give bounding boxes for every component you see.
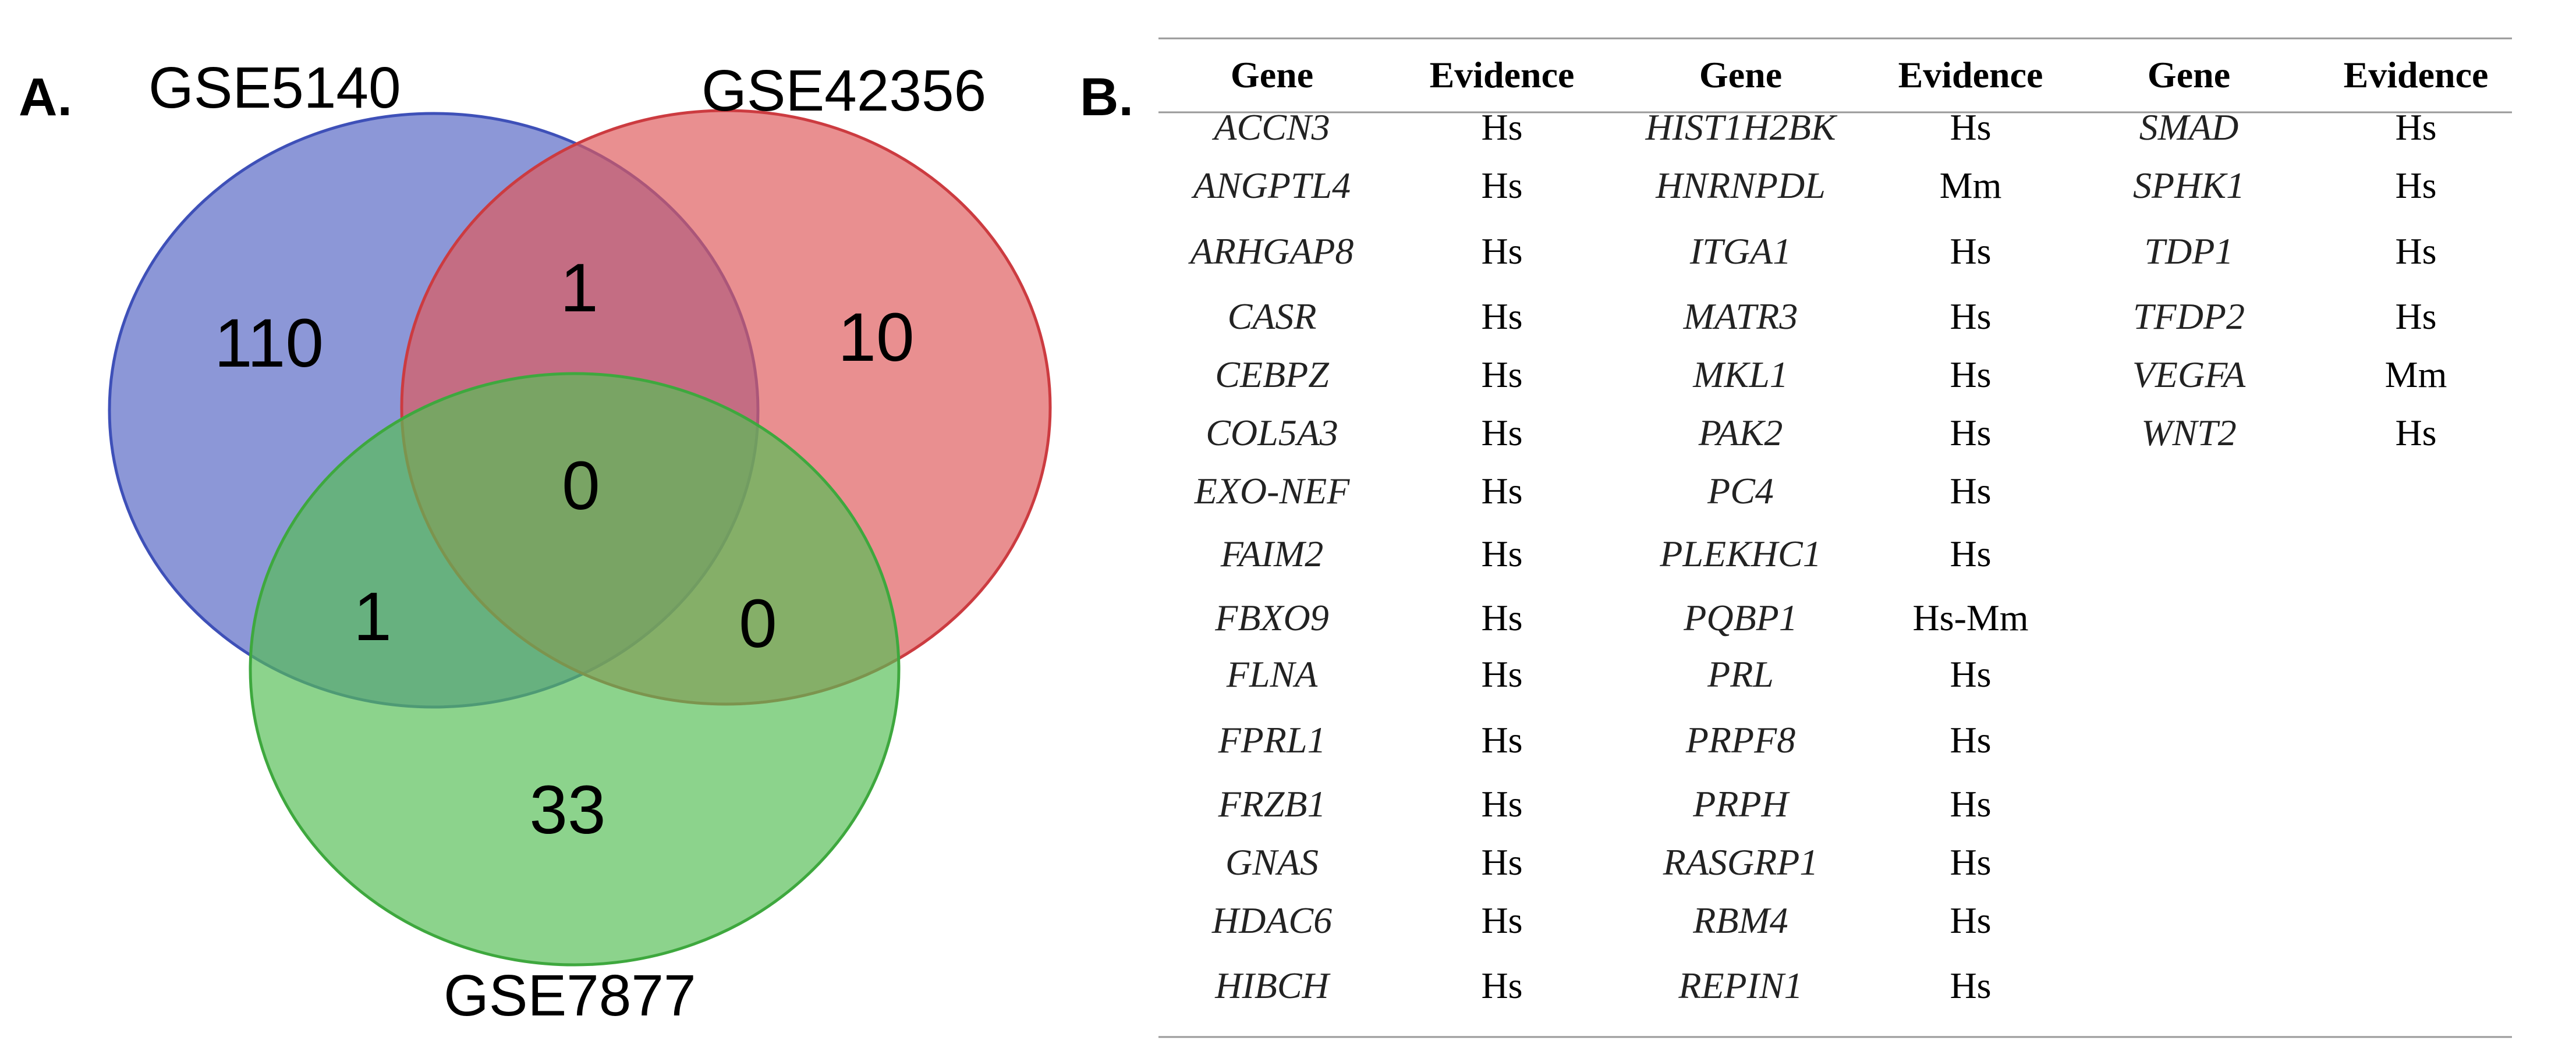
table-cell-gene: PC4 [1707,470,1774,512]
table-cell-gene: ITGA1 [1689,230,1791,272]
table-cell-gene: HIST1H2BK [1645,106,1837,148]
table-cell-gene: FBXO9 [1214,597,1329,638]
set-circle-gse7877 [249,372,901,967]
table-cell-gene: CASR [1228,296,1317,337]
table-cell-evidence: Hs [1950,533,1991,574]
table-cell-evidence: Hs [1950,653,1991,695]
table-cell-gene: GNAS [1225,841,1319,883]
header-gene-1: Gene [1231,54,1313,95]
table-cell-gene: HDAC6 [1211,900,1332,941]
header-evidence-3: Evidence [2344,54,2489,95]
region-count-gse42356-only: 10 [838,299,914,376]
region-count-gse5140-gse7877: 1 [353,578,392,655]
table-cell-evidence: Hs [1481,354,1522,395]
table-cell-evidence: Hs [1481,533,1522,574]
table-cell-evidence: Hs [1950,719,1991,761]
region-count-gse7877-only: 33 [529,772,605,848]
table-cell-evidence: Hs-Mm [1912,597,2028,638]
table-cell-evidence: Hs [1481,719,1522,761]
table-cell-gene: MKL1 [1692,354,1788,395]
table-cell-evidence: Hs [1481,296,1522,337]
table-cell-evidence: Hs [1950,900,1991,941]
table-cell-gene: RASGRP1 [1663,841,1819,883]
table-cell-gene: ARHGAP8 [1188,230,1354,272]
table-cell-gene: HIBCH [1214,965,1331,1006]
set-label-gse42356: GSE42356 [701,58,986,123]
region-count-all-three: 0 [562,447,600,524]
set-label-gse7877: GSE7877 [444,963,696,1028]
table-cell-evidence: Hs [2395,106,2436,148]
table-cell-evidence: Hs [1950,965,1991,1006]
table-cell-gene: VEGFA [2132,354,2246,395]
table-cell-evidence: Hs [1481,597,1522,638]
table-cell-evidence: Hs [2395,296,2436,337]
panel-b-letter: B. [1080,68,1133,127]
table-cell-evidence: Hs [1481,106,1522,148]
table-cell-gene: TDP1 [2145,230,2234,272]
venn-diagram: A. GSE5140 GSE42356 GSE7877 110 10 33 1 … [19,55,1052,1028]
table-cell-evidence: Hs [1481,230,1522,272]
table-cell-gene: EXO-NEF [1194,470,1351,512]
table-cell-evidence: Hs [1950,841,1991,883]
table-cell-evidence: Hs [1950,354,1991,395]
table-cell-gene: FPRL1 [1218,719,1326,761]
table-cell-gene: TFDP2 [2133,296,2245,337]
table-cell-evidence: Hs [2395,230,2436,272]
table-cell-gene: FLNA [1226,653,1318,695]
region-count-gse42356-gse7877: 0 [739,585,777,662]
table-cell-gene: WNT2 [2141,412,2237,453]
header-evidence-1: Evidence [1430,54,1575,95]
table-cell-evidence: Hs [2395,165,2436,206]
table-cell-evidence: Hs [1481,412,1522,453]
table-cell-evidence: Hs [1481,783,1522,825]
table-cell-evidence: Hs [1481,653,1522,695]
table-cell-evidence: Hs [1950,296,1991,337]
table-cell-gene: ACCN3 [1211,106,1330,148]
table-cell-evidence: Hs [1481,965,1522,1006]
table-cell-evidence: Hs [1950,783,1991,825]
table-cell-evidence: Hs [1950,412,1991,453]
table-cell-evidence: Hs [1950,230,1991,272]
table-cell-gene: COL5A3 [1206,412,1338,453]
table-cell-evidence: Hs [1481,165,1522,206]
gene-table: B. Gene Evidence Gene Evidence Gene Evid… [1080,37,2512,1038]
table-cell-evidence: Hs [1481,841,1522,883]
table-cell-gene: PLEKHC1 [1659,533,1821,574]
table-cell-gene: CEBPZ [1215,354,1330,395]
table-cell-gene: MATR3 [1683,296,1798,337]
table-cell-gene: PAK2 [1698,412,1783,453]
region-count-gse5140-gse42356: 1 [560,250,598,326]
region-count-gse5140-only: 110 [214,305,324,382]
set-label-gse5140: GSE5140 [148,55,401,120]
table-cell-gene: FAIM2 [1220,533,1324,574]
table-cell-gene: SPHK1 [2133,165,2245,206]
table-cell-gene: RBM4 [1692,900,1788,941]
table-cell-gene: PRPF8 [1685,719,1795,761]
table-cell-evidence: Hs [2395,412,2436,453]
table-cell-gene: PRL [1707,653,1774,695]
table-cell-evidence: Mm [1940,165,2002,206]
header-gene-3: Gene [2148,54,2230,95]
panel-a-letter: A. [19,68,72,127]
table-cell-gene: FRZB1 [1218,783,1326,825]
table-cell-gene: PRPH [1692,783,1790,825]
header-gene-2: Gene [1699,54,1782,95]
table-cell-evidence: Mm [2385,354,2447,395]
table-cell-gene: HNRNPDL [1655,165,1826,206]
table-cell-evidence: Hs [1950,470,1991,512]
table-cell-evidence: Hs [1950,106,1991,148]
table-cell-gene: PQBP1 [1683,597,1798,638]
header-evidence-2: Evidence [1898,54,2043,95]
table-cell-gene: ANGPTL4 [1191,165,1351,206]
table-cell-gene: REPIN1 [1678,965,1802,1006]
table-cell-evidence: Hs [1481,900,1522,941]
table-cell-evidence: Hs [1481,470,1522,512]
table-cell-gene: SMAD [2139,106,2239,148]
